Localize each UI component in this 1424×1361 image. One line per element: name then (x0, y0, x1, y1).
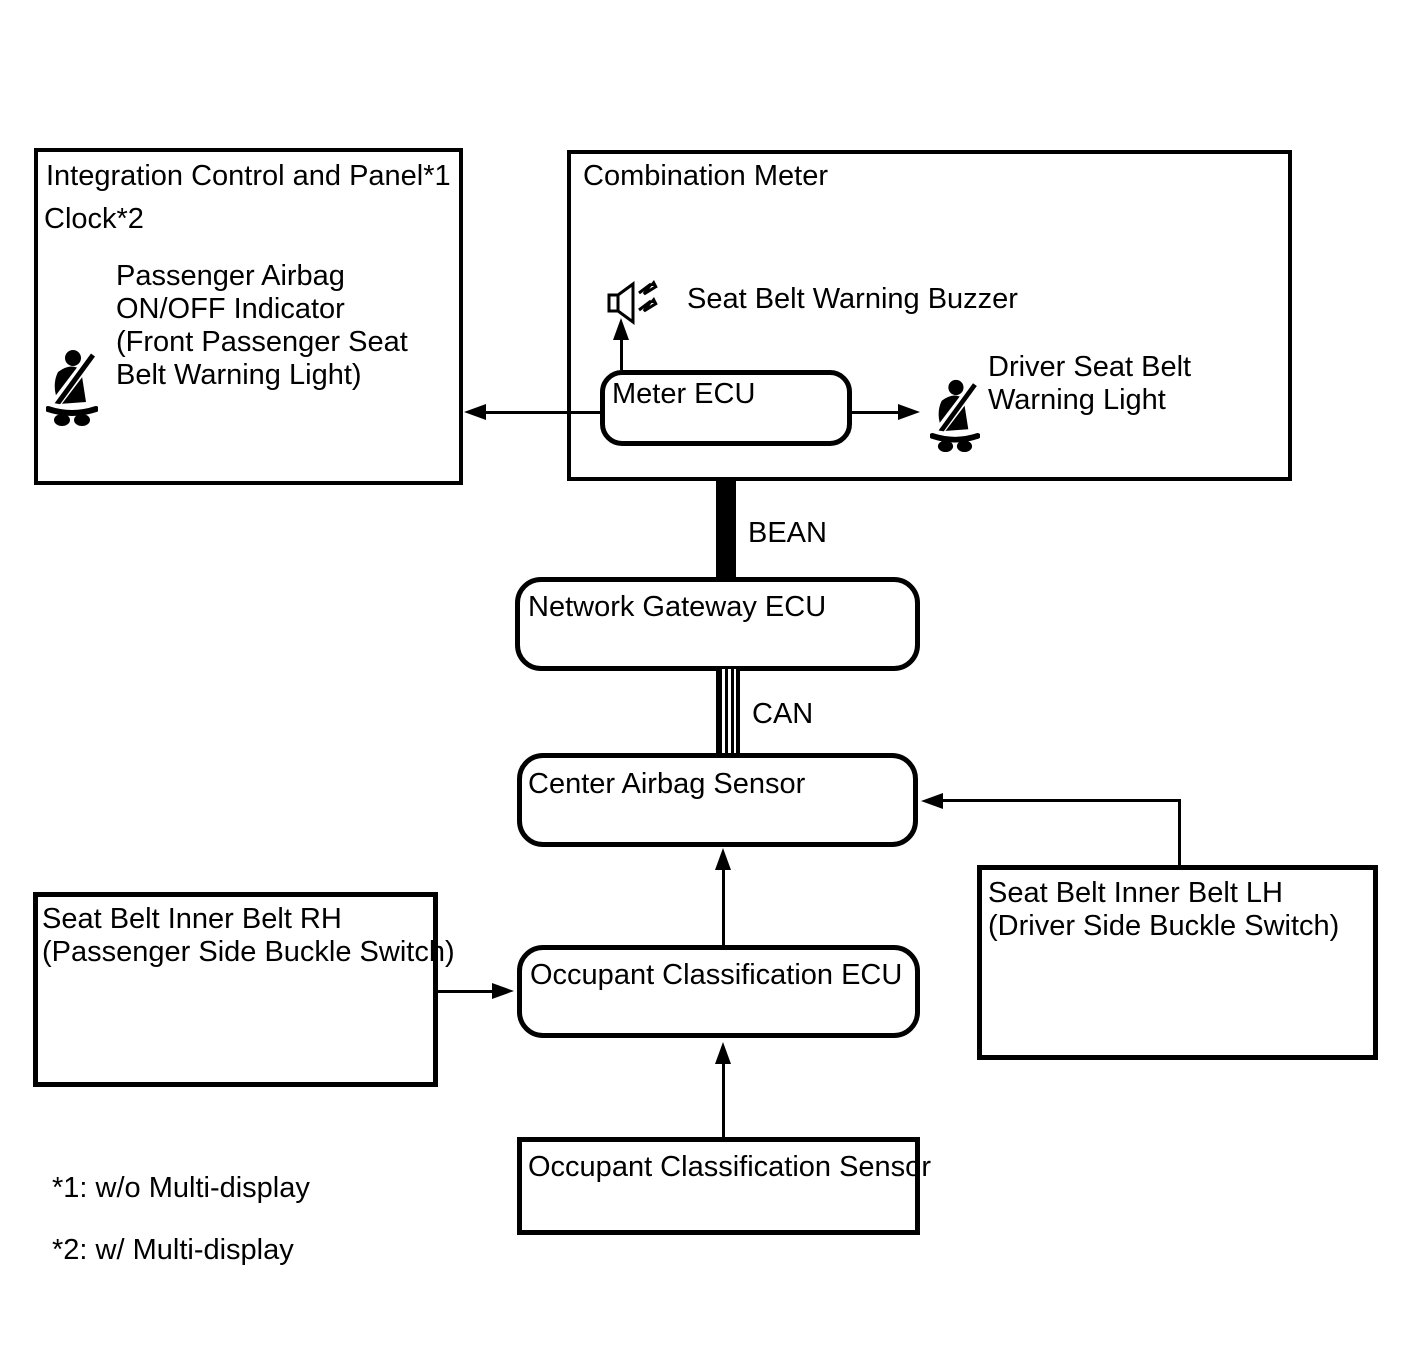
bean-bus-label: BEAN (748, 517, 827, 549)
seat-belt-inner-belt-rh-label: Seat Belt Inner Belt RH (Passenger Side … (42, 903, 455, 968)
meter-ecu-label: Meter ECU (612, 378, 756, 410)
seat-belt-person-icon (46, 348, 98, 426)
center-airbag-sensor-label: Center Airbag Sensor (528, 768, 806, 800)
driver-seat-belt-warning-light-label: Driver Seat Belt Warning Light (988, 351, 1192, 416)
occupant-classification-ecu-label: Occupant Classification ECU (530, 959, 903, 991)
occupant-classification-sensor-label: Occupant Classification Sensor (528, 1151, 931, 1183)
speaker-buzzer-icon (606, 280, 670, 326)
seat-belt-warning-buzzer-label: Seat Belt Warning Buzzer (687, 283, 1018, 315)
integration-panel-title: Integration Control and Panel*1 (46, 160, 451, 192)
footnote-2: *2: w/ Multi-display (52, 1234, 294, 1266)
bean-bus-bar (716, 479, 736, 578)
combination-meter-title: Combination Meter (583, 160, 828, 192)
node-occupant-classification-sensor (517, 1137, 920, 1235)
node-occupant-classification-ecu (517, 945, 920, 1038)
seat-belt-person-icon (930, 378, 980, 452)
passenger-airbag-indicator-label: Passenger Airbag ON/OFF Indicator (Front… (116, 260, 408, 391)
can-bus-lines (716, 669, 740, 754)
network-gateway-ecu-label: Network Gateway ECU (528, 591, 827, 623)
node-seat-belt-inner-belt-rh (33, 892, 438, 1087)
node-meter-ecu (600, 370, 852, 446)
node-seat-belt-inner-belt-lh (977, 865, 1378, 1060)
node-center-airbag-sensor (517, 753, 918, 847)
node-integration-control-panel (34, 148, 463, 485)
footnote-1: *1: w/o Multi-display (52, 1172, 310, 1204)
seat-belt-inner-belt-lh-label: Seat Belt Inner Belt LH (Driver Side Buc… (988, 877, 1340, 942)
node-network-gateway-ecu (515, 577, 920, 671)
clock-title: Clock*2 (44, 203, 144, 235)
can-bus-label: CAN (752, 698, 814, 730)
